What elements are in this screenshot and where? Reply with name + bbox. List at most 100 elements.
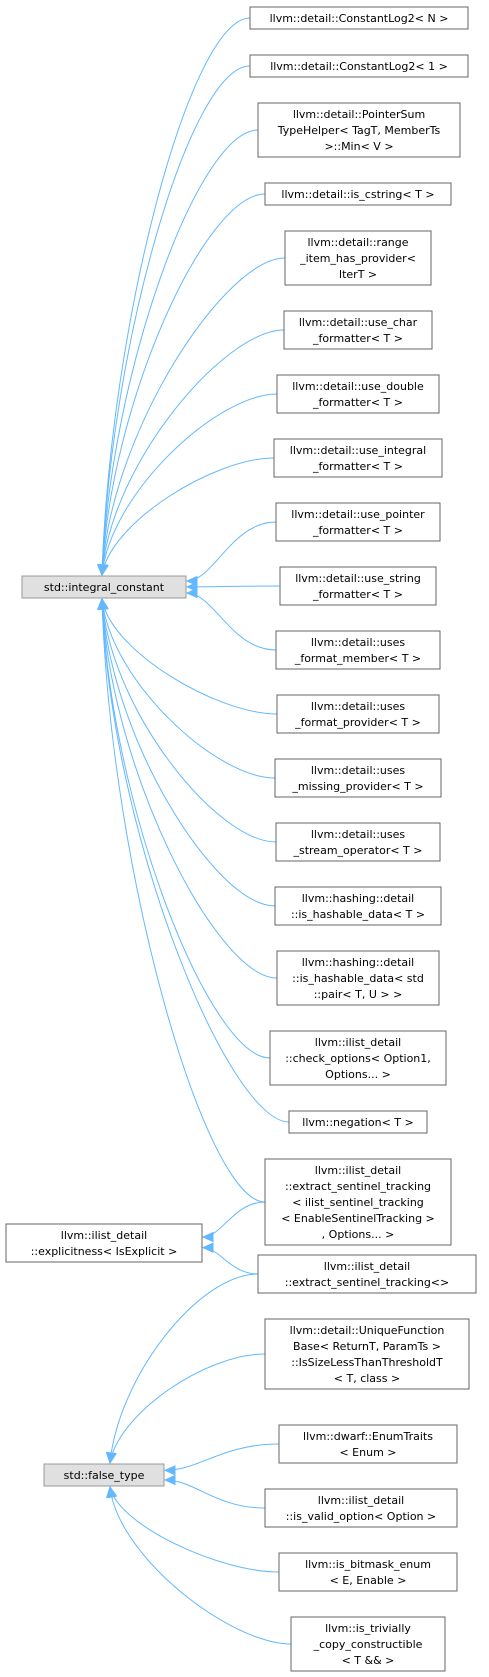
class-node-box (274, 758, 442, 798)
class-node-label: _item_has_provider< (299, 252, 416, 265)
class-node-label: _stream_operator< T > (292, 844, 422, 857)
arrowhead-icon (185, 587, 198, 599)
class-node-label: < ilist_sentinel_tracking (292, 1196, 424, 1209)
class-node-negation[interactable]: llvm::negation< T > (288, 1110, 428, 1134)
class-node-use-string[interactable]: llvm::detail::use_string_formatter< T > (279, 566, 437, 606)
class-node-use-double[interactable]: llvm::detail::use_double_formatter< T > (276, 374, 440, 414)
class-node-box (279, 566, 437, 606)
class-node-box (257, 102, 461, 158)
class-node-label: llvm::detail::is_cstring< T > (281, 188, 434, 201)
class-node-label: ::is_valid_option< Option > (286, 1510, 436, 1523)
inheritance-edge (164, 1479, 266, 1509)
class-node-box (257, 1254, 477, 1294)
class-node-label: ::pair< T, U > > (314, 988, 403, 1001)
class-node-label: ::extract_sentinel_tracking<> (285, 1276, 450, 1289)
class-node-false-type[interactable]: std::false_type (43, 1463, 165, 1487)
class-node-label: Base< ReturnT, ParamTs > (293, 1340, 441, 1353)
class-node-label: llvm::negation< T > (302, 1116, 413, 1129)
class-node-uses-stream-operator[interactable]: llvm::detail::uses_stream_operator< T > (275, 822, 441, 862)
class-node-box (275, 630, 441, 670)
class-node-is-cstring[interactable]: llvm::detail::is_cstring< T > (264, 182, 452, 206)
class-node-uses-missing-provider[interactable]: llvm::detail::uses_missing_provider< T > (274, 758, 442, 798)
class-node-box (290, 1616, 446, 1672)
class-node-label: _formatter< T > (312, 396, 403, 409)
class-node-label: llvm::detail::use_pointer (291, 508, 425, 521)
nodes-layer: std::integral_constantllvm::ilist_detail… (5, 6, 477, 1672)
class-node-label: std::false_type (64, 1469, 145, 1482)
class-node-use-pointer[interactable]: llvm::detail::use_pointer_formatter< T > (275, 502, 441, 542)
class-node-box (249, 6, 469, 30)
class-node-integral-constant[interactable]: std::integral_constant (21, 575, 187, 599)
arrowhead-icon (201, 1242, 214, 1253)
class-node-label: < T, class > (334, 1372, 400, 1385)
class-node-constantlog2-1[interactable]: llvm::detail::ConstantLog2< 1 > (249, 54, 469, 78)
class-node-label: llvm::detail::UniqueFunction (290, 1324, 445, 1337)
class-node-is-valid-option[interactable]: llvm::ilist_detail::is_valid_option< Opt… (264, 1488, 458, 1528)
class-node-box (278, 1424, 458, 1464)
class-node-label: llvm::ilist_detail (318, 1494, 404, 1507)
class-node-label: _missing_provider< T > (291, 780, 423, 793)
class-node-label: _format_provider< T > (294, 716, 421, 729)
class-node-constantlog2-n[interactable]: llvm::detail::ConstantLog2< N > (249, 6, 469, 30)
class-node-label: llvm::detail::uses (311, 828, 406, 841)
class-node-enumtraits[interactable]: llvm::dwarf::EnumTraits< Enum > (278, 1424, 458, 1464)
class-node-uses-format-member[interactable]: llvm::detail::uses_format_member< T > (275, 630, 441, 670)
class-node-box (275, 502, 441, 542)
inheritance-edge (101, 17, 251, 576)
inheritance-edge (101, 193, 266, 576)
inheritance-edge (202, 1201, 266, 1238)
class-node-label: < T && > (342, 1654, 395, 1667)
class-node-box (276, 374, 440, 414)
inheritance-edge (101, 598, 277, 843)
class-node-label: ::check_options< Option1, (285, 1052, 431, 1065)
class-node-label: llvm::detail::uses (311, 636, 406, 649)
class-node-range-item[interactable]: llvm::detail::range_item_has_provider<It… (284, 230, 432, 286)
class-node-box (269, 1030, 447, 1086)
class-node-label: llvm::detail::uses (311, 700, 406, 713)
inheritance-edge (101, 598, 290, 1123)
class-node-use-integral[interactable]: llvm::detail::use_integral_formatter< T … (273, 438, 443, 478)
class-node-is-trivially-copy[interactable]: llvm::is_trivially_copy_constructible< T… (290, 1616, 446, 1672)
class-node-use-char[interactable]: llvm::detail::use_char_formatter< T > (283, 310, 433, 350)
class-node-is-hashable-data[interactable]: llvm::hashing::detail::is_hashable_data<… (274, 886, 442, 926)
class-node-box (264, 1318, 470, 1390)
class-node-label: _copy_constructible (313, 1638, 423, 1651)
class-node-explicitness[interactable]: llvm::ilist_detail::explicitness< IsExpl… (5, 1223, 203, 1263)
class-node-box (288, 1110, 428, 1134)
class-node-label: llvm::detail::uses (311, 764, 406, 777)
class-node-label: llvm::ilist_detail (315, 1164, 401, 1177)
arrowhead-icon (106, 1451, 117, 1465)
class-node-is-hashable-data-pair[interactable]: llvm::hashing::detail::is_hashable_data<… (276, 950, 440, 1006)
class-node-label: , Options... > (322, 1228, 395, 1241)
class-node-check-options[interactable]: llvm::ilist_detail::check_options< Optio… (269, 1030, 447, 1086)
class-node-label: ::extract_sentinel_tracking (285, 1180, 431, 1193)
class-node-label: llvm::detail::use_integral (290, 444, 426, 457)
edges-layer (97, 17, 292, 1645)
class-node-label: >::Min< V > (324, 140, 393, 153)
inheritance-edge (101, 598, 278, 979)
class-node-label: llvm::ilist_detail (315, 1036, 401, 1049)
class-node-label: ::IsSizeLessThanThresholdT (291, 1356, 443, 1369)
inheritance-edge (186, 585, 281, 588)
class-node-label: _format_member< T > (294, 652, 421, 665)
class-node-uses-format-provider[interactable]: llvm::detail::uses_format_provider< T > (276, 694, 440, 734)
class-node-extract-sentinel-tracking-full[interactable]: llvm::ilist_detail::extract_sentinel_tra… (264, 1158, 452, 1246)
inheritance-edge (186, 592, 277, 651)
class-node-label: llvm::is_bitmask_enum (305, 1558, 431, 1571)
class-node-label: llvm::ilist_detail (324, 1260, 410, 1273)
class-node-label: ::is_hashable_data< T > (291, 908, 425, 921)
inheritance-edge (101, 457, 275, 576)
class-node-box (264, 182, 452, 206)
class-node-box (275, 822, 441, 862)
arrowhead-icon (105, 1485, 117, 1499)
class-node-label: llvm::hashing::detail (302, 956, 415, 969)
inheritance-edge (109, 1486, 292, 1645)
class-node-label: llvm::detail::PointerSum (293, 108, 425, 121)
class-node-label: TypeHelper< TagT, MemberTs (277, 124, 441, 137)
class-node-extract-sentinel-tracking-empty[interactable]: llvm::ilist_detail::extract_sentinel_tra… (257, 1254, 477, 1294)
class-node-is-bitmask-enum[interactable]: llvm::is_bitmask_enum< E, Enable > (278, 1552, 458, 1592)
class-node-label: llvm::detail::use_double (292, 380, 424, 393)
